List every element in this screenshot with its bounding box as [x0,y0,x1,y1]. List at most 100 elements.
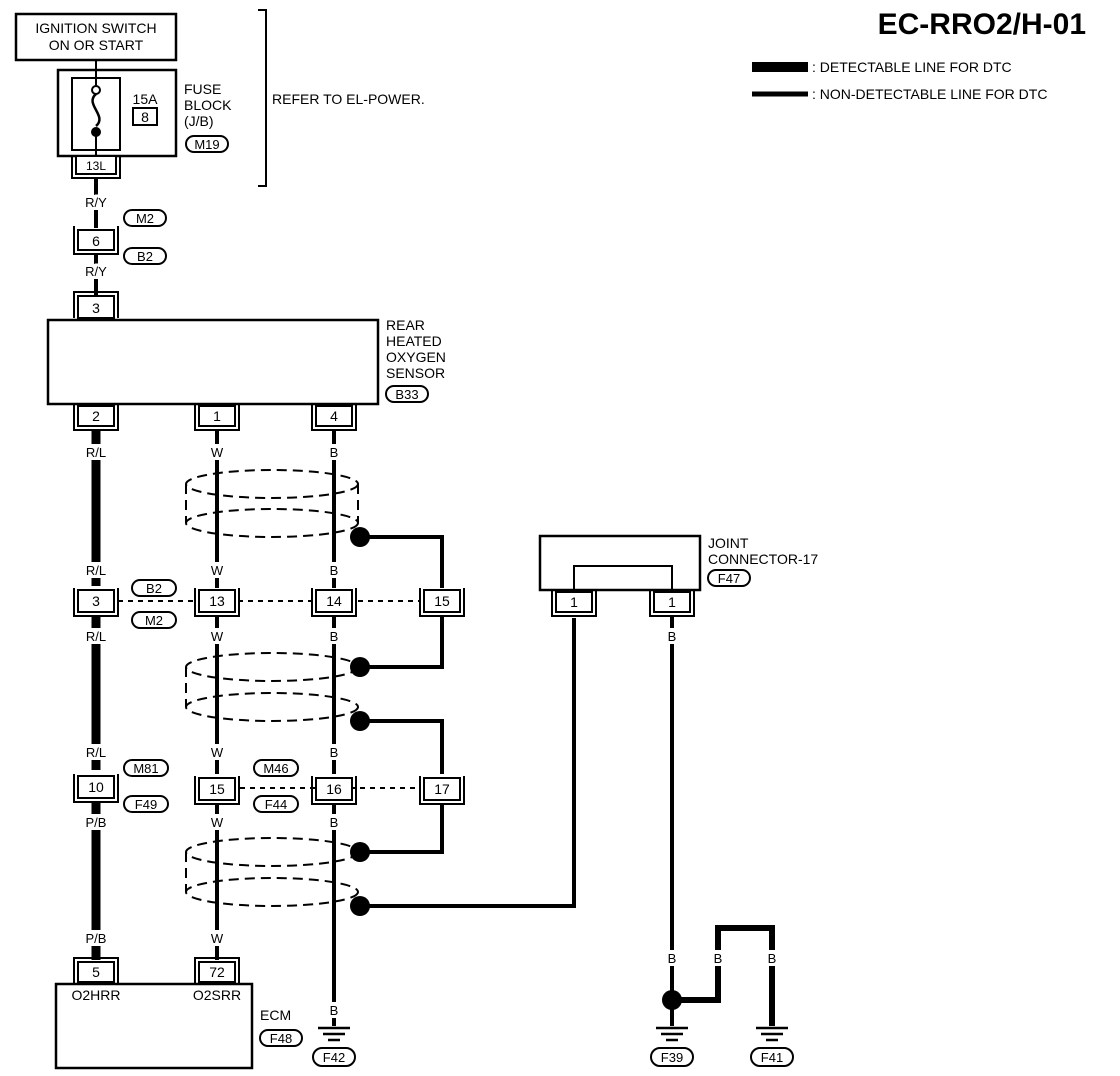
connector-3-bottom-badge [131,611,177,629]
wire-b-g2-label: B [668,951,677,966]
svg-text:R/Y: R/Y [85,264,107,279]
connector-15b-top-badge [253,759,299,777]
wire-pb-label-2: P/B [86,931,107,946]
wire-b-label-3: B [330,629,339,644]
svg-text:15: 15 [434,593,450,609]
ground-f39-badge [650,1047,694,1067]
svg-text:14: 14 [326,593,342,609]
joint-label-2: CONNECTOR-17 [708,551,818,567]
sensor-label-1: REAR [386,317,425,333]
wire-ry-1-bg: R/Y [85,195,107,210]
ecm-conn: F48 [270,1031,292,1046]
page-title: EC-RRO2/H-01 [878,8,1086,41]
ignition-switch-line1: IGNITION SWITCH [35,20,156,36]
ground-f42: F42 [323,1050,345,1065]
sensor-conn: B33 [395,387,418,402]
fuse-terminal-top [91,85,101,95]
connector-16: 16 [311,776,357,805]
ground-f42-badge [312,1047,356,1067]
drain-wire-joint [360,618,576,908]
wire-w-label-6: W [211,931,224,946]
ecm-pin-5: 5 [73,957,119,984]
ecm-pin-72: 72 [194,957,240,984]
wire-b-joint-label: B [668,629,677,644]
rear-heated-oxygen-sensor-box [46,318,380,406]
connector-15b-top: M46 [263,761,288,776]
joint-conn: F47 [718,571,740,586]
legend-detectable-swatch [752,62,808,72]
connector-6-top: M2 [136,211,154,226]
power-bracket [258,9,267,187]
ground-f41: F41 [761,1050,783,1065]
connector-6-bottom-badge [123,247,167,265]
svg-text:17: 17 [434,781,450,797]
joint-pin-a: 1 [551,590,597,617]
joint-pin-b: 1 [649,590,695,617]
wire-w-label-4: W [211,745,224,760]
joint-connector-box [538,534,702,592]
svg-text:13: 13 [209,593,225,609]
connector-6-top-badge [123,209,167,227]
wire-b-label-2: B [330,563,339,578]
ground-f41-badge [750,1047,794,1067]
wire-rl-1-label: R/L [86,445,106,460]
wire-b-label-6: B [330,1003,339,1018]
fuse-label-3: (J/B) [184,113,214,129]
svg-text:1: 1 [570,594,578,610]
connector-14: 14 [311,588,357,617]
svg-text:10: 10 [88,779,104,795]
svg-text:16: 16 [326,781,342,797]
wire-pb-label-1: P/B [86,815,107,830]
connector-3-top-badge [131,579,177,597]
svg-text:2: 2 [92,408,100,424]
svg-text:1: 1 [668,594,676,610]
fuse-pin: 13L [86,159,106,173]
connector-10-bottom-badge [123,795,169,813]
sensor-conn-badge [385,385,429,403]
wire-rl-4-label: R/L [86,745,106,760]
shield-2 [185,652,370,731]
fuse-element-icon [91,93,101,127]
wire-w-label-2: W [211,563,224,578]
fuse-number: 8 [141,109,149,125]
wire-w-label-5: W [211,815,224,830]
sensor-label-2: HEATED [386,333,442,349]
wire-ry-2-label: R/Y [85,264,107,279]
sensor-label-4: SENSOR [386,365,445,381]
svg-text:72: 72 [209,964,225,980]
ground-f41-icon [756,1026,788,1042]
connector-15b: 15 [194,776,240,805]
connector-13: 13 [194,588,240,617]
ground-jumper [672,925,775,1026]
connector-10: 10 [73,774,119,803]
fuse-amp: 15A [133,91,159,107]
ecm-conn-badge [259,1029,303,1047]
connector-3: 3 [73,588,119,617]
connector-10-top-badge [123,759,169,777]
svg-text:5: 5 [92,964,100,980]
fuse-conn: M19 [194,137,219,152]
connector-6-bottom: B2 [137,249,153,264]
ecm-box [54,982,254,1070]
legend-detectable-label: : DETECTABLE LINE FOR DTC [812,59,1012,75]
connector-15b-bottom: F44 [265,797,287,812]
fuse-label-1: FUSE [184,81,221,97]
connector-10-top: M81 [133,761,158,776]
connector-15b-bottom-badge [253,795,299,813]
joint-label-1: JOINT [708,535,749,551]
ecm-name-b: O2SRR [193,987,241,1003]
fuse-pin-box [75,155,117,175]
shield-3 [185,837,370,916]
wire-ry-1-label: R/Y [85,195,107,210]
fuse-label-2: BLOCK [184,97,232,113]
wire-rl-3-label: R/L [86,629,106,644]
wire-b-jumper-label: B [714,951,723,966]
wire-w-label-1: W [211,445,224,460]
connector-15: 15 [419,588,465,617]
drain-wire-2 [360,616,444,669]
drain-wire-4 [360,804,444,854]
ground-f39-icon [656,1026,688,1042]
ecm-label: ECM [260,1007,291,1023]
connector-6-pin: 6 [92,233,100,249]
legend-non-detectable-label: : NON-DETECTABLE LINE FOR DTC [812,86,1047,102]
